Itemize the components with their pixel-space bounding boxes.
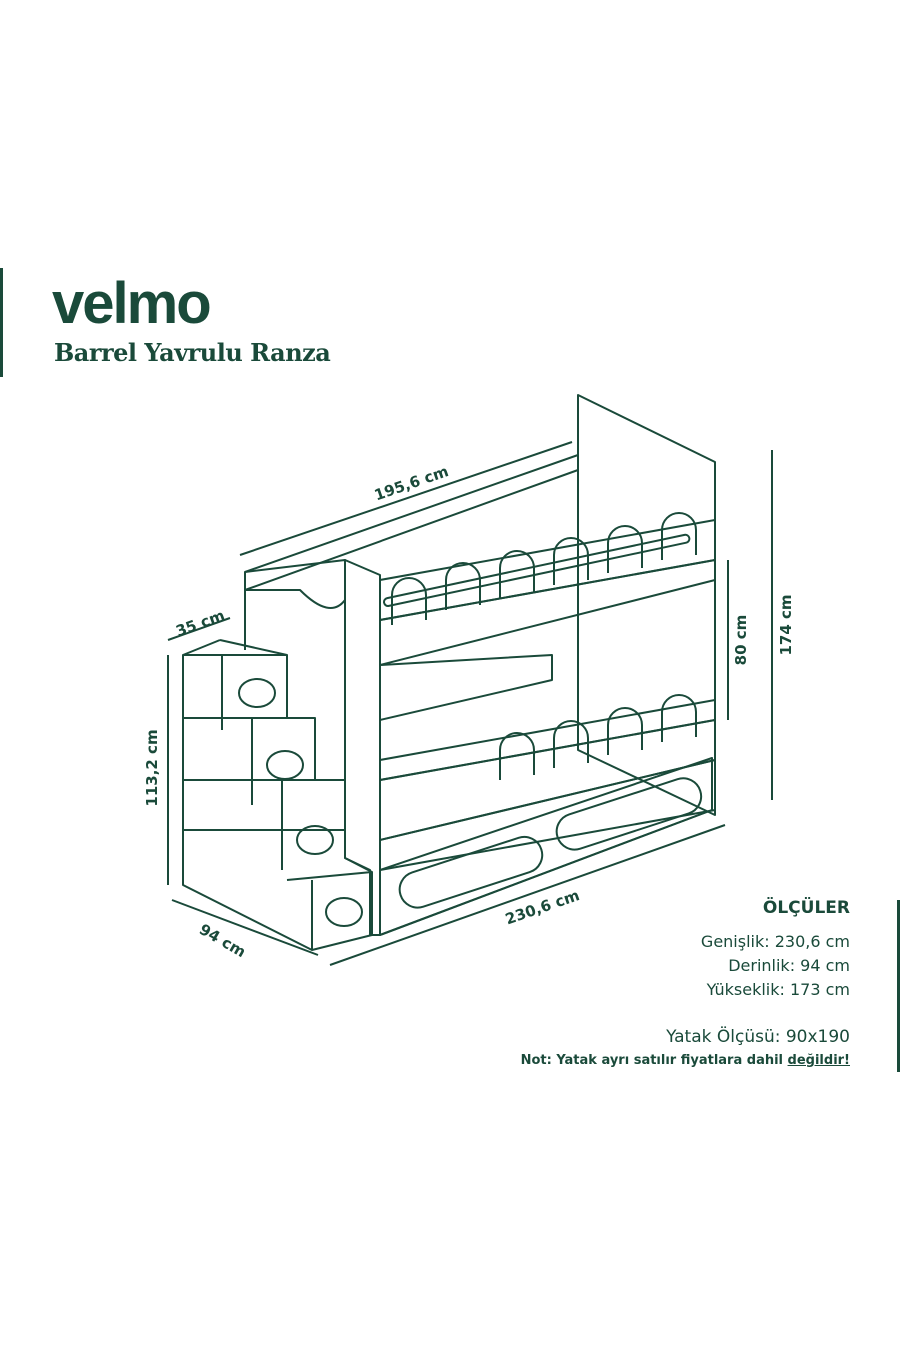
spec-bed-size: Yatak Ölçüsü: 90x190 <box>666 1027 850 1047</box>
note-emphasis: değildir! <box>787 1053 850 1068</box>
note-text: Not: Yatak ayrı satılır fiyatlara dahil <box>520 1053 784 1068</box>
dim-bed-gap: 80 cm <box>732 615 750 666</box>
dim-top-length: 195,6 cm <box>372 462 451 504</box>
dim-total-height: 174 cm <box>777 594 795 655</box>
spec-width: Genişlik: 230,6 cm <box>700 932 850 951</box>
dim-step-depth: 35 cm <box>173 606 227 640</box>
spec-height: Yükseklik: 173 cm <box>706 980 850 999</box>
specs-panel: ÖLÇÜLER Genişlik: 230,6 cm Derinlik: 94 … <box>521 898 850 1068</box>
trundle-drawers <box>398 777 703 909</box>
spec-note: Not: Yatak ayrı satılır fiyatlara dahil … <box>521 1053 850 1068</box>
spec-depth: Derinlik: 94 cm <box>728 956 850 975</box>
left-accent-bar <box>0 268 3 377</box>
brand-logo: velmo <box>52 271 212 336</box>
upper-arches <box>383 512 697 625</box>
right-accent-bar <box>897 900 900 1072</box>
stair-steps <box>182 639 373 951</box>
product-title: Barrel Yavrulu Ranza <box>54 338 331 367</box>
lower-arches <box>499 694 697 780</box>
dimension-lines <box>167 441 773 966</box>
specs-heading: ÖLÇÜLER <box>762 898 850 918</box>
dim-step-height: 113,2 cm <box>143 729 161 806</box>
